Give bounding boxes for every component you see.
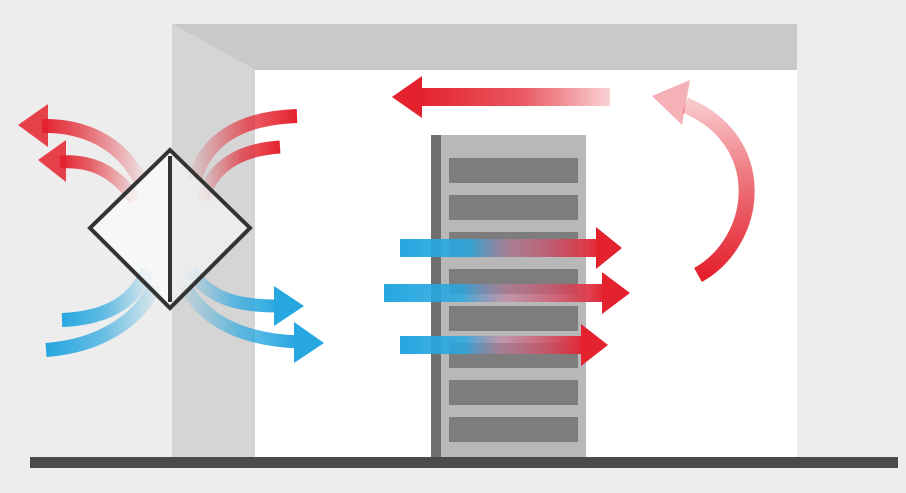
hot-air-arrow-head [602, 272, 630, 314]
rack-airflow-arrow-body [384, 284, 606, 302]
rack-slot [449, 195, 578, 220]
hot-air-arrow-icon [41, 118, 147, 184]
rack-slot [449, 306, 578, 331]
hot-air-arrow-icon [681, 97, 755, 282]
hot-air-arrow-icon [188, 109, 298, 182]
rack-slot [449, 417, 578, 442]
cold-air-arrow-icon [179, 281, 299, 349]
hot-air-arrow-icon [418, 88, 610, 106]
floor [30, 457, 898, 468]
rack-slot [449, 380, 578, 405]
rack-airflow-arrows [384, 227, 630, 366]
heat-exchanger-icon [18, 104, 324, 363]
hot-air-arrow-head [38, 140, 66, 182]
rack-airflow-arrow-body [400, 336, 585, 354]
ceiling-wall [172, 24, 797, 70]
hot-air-arrow-head [392, 76, 422, 118]
rack-airflow-arrow-body [400, 239, 600, 257]
hot-air-return-arrow [392, 76, 610, 118]
hot-air-arrow-head [596, 227, 622, 269]
hot-air-arrow-head [581, 324, 608, 366]
hot-air-arrow-head [652, 80, 690, 125]
rack-slot [449, 158, 578, 183]
cold-air-arrow-head [274, 286, 304, 326]
cold-air-arrow-head [294, 322, 324, 363]
cold-air-arrow-icon [45, 281, 162, 357]
hot-air-arrow-head [18, 104, 48, 147]
hot-air-curve-arrow [652, 80, 755, 282]
